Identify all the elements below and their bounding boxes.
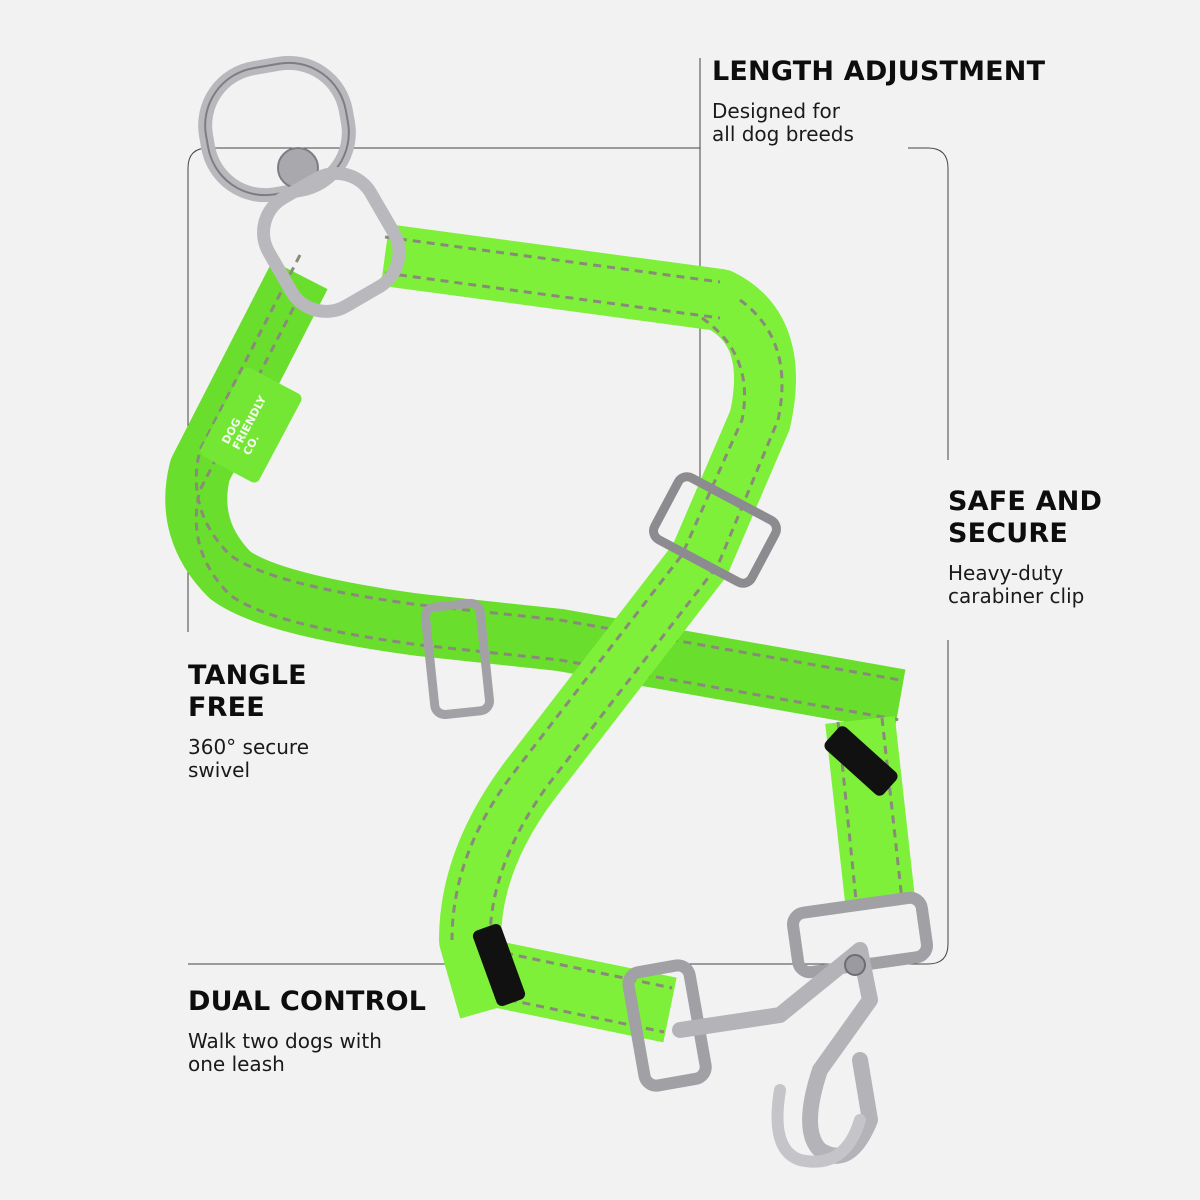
guide-line-right-bottom	[680, 640, 949, 965]
callout-tangle-free: TANGLE FREE 360° secure swivel	[188, 660, 309, 782]
carabiner-clip	[672, 942, 878, 1164]
swivel-eye	[257, 166, 406, 318]
brand-patch	[200, 367, 302, 483]
swivel-ring	[198, 55, 356, 203]
callout-description: Walk two dogs with one leash	[188, 1029, 382, 1076]
slider-buckle	[649, 472, 781, 588]
leash-webbing	[165, 224, 915, 1043]
keeper-left	[472, 923, 526, 1007]
callout-length-adjustment: LENGTH ADJUSTMENT Designed for all dog b…	[712, 56, 1045, 146]
callout-description: Designed for all dog breeds	[712, 99, 854, 146]
middle-slider	[420, 598, 495, 720]
callout-description: Heavy-duty carabiner clip	[948, 561, 1085, 608]
callout-title: TANGLE FREE	[188, 660, 307, 723]
callout-title: SAFE AND SECURE	[948, 486, 1103, 549]
keepers	[472, 726, 898, 1007]
callout-description: 360° secure swivel	[188, 735, 310, 782]
keeper-right	[824, 726, 898, 796]
callout-dual-control: DUAL CONTROL Walk two dogs with one leas…	[188, 986, 426, 1076]
guide-line-right-top	[908, 147, 949, 460]
callout-title: DUAL CONTROL	[188, 986, 427, 1017]
callout-title: LENGTH ADJUSTMENT	[712, 56, 1046, 87]
callout-safe-and-secure: SAFE AND SECURE Heavy-duty carabiner cli…	[948, 486, 1102, 608]
hardware	[198, 55, 933, 1168]
